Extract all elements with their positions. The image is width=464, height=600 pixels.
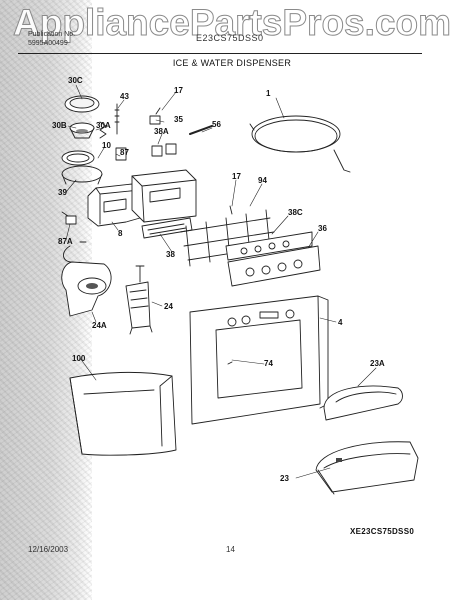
part-30A-spring — [99, 121, 107, 139]
watermark-logo: AppliancePartsPros.com — [13, 2, 452, 44]
part-ring-assembly — [61, 150, 103, 185]
callout-38: 38 — [166, 250, 175, 259]
part-30B-cup — [69, 122, 95, 139]
part-43-screw — [114, 103, 120, 135]
callout-23: 23 — [280, 474, 289, 483]
callout-24A: 24A — [92, 321, 107, 330]
callout-100: 100 — [72, 354, 86, 363]
part-87A-solenoid — [61, 211, 77, 225]
callout-87: 87 — [120, 148, 129, 157]
callout-23A: 23A — [370, 359, 385, 368]
part-4-door-panel — [189, 295, 329, 425]
callout-74: 74 — [264, 359, 273, 368]
callout-38A: 38A — [154, 127, 169, 136]
part-100-chute — [69, 371, 177, 456]
publication-label: Publication No. — [28, 31, 76, 38]
callout-94: 94 — [258, 176, 267, 185]
callout-8: 8 — [118, 229, 123, 238]
callout-24: 24 — [164, 302, 173, 311]
callout-35: 35 — [174, 115, 183, 124]
part-24A-motor — [61, 241, 112, 317]
part-control-box — [131, 169, 197, 223]
part-56-heater — [189, 125, 213, 135]
part-30C-cover — [64, 95, 100, 113]
part-36-faceplate — [227, 245, 321, 287]
callout-17-heater: 17 — [232, 172, 241, 181]
part-17-lamp — [149, 107, 161, 125]
callout-17-lamp: 17 — [174, 86, 183, 95]
callout-30B: 30B — [52, 121, 67, 130]
callout-39: 39 — [58, 188, 67, 197]
callout-30C: 30C — [68, 76, 83, 85]
publication-number: 5995A00499 — [28, 40, 68, 47]
callout-87A: 87A — [58, 237, 73, 246]
footer-date: 12/16/2003 — [28, 545, 69, 554]
callout-43: 43 — [120, 92, 129, 101]
callout-1: 1 — [266, 89, 271, 98]
part-38C-panel — [225, 231, 313, 261]
part-23-tray-base — [315, 441, 419, 495]
footer-page-number: 14 — [226, 545, 235, 554]
header-rule — [18, 53, 422, 54]
part-24-wiring — [125, 265, 153, 335]
callout-4: 4 — [338, 318, 343, 327]
part-23A-tray — [323, 385, 403, 421]
leader-lines — [65, 84, 377, 479]
callout-36: 36 — [318, 224, 327, 233]
part-1-tube — [249, 115, 351, 173]
page-title: ICE & WATER DISPENSER — [172, 58, 292, 68]
callout-38C: 38C — [288, 208, 303, 217]
footer-model-number: XE23CS75DSS0 — [350, 527, 415, 536]
callout-30A: 30A — [96, 121, 111, 130]
callout-10: 10 — [102, 141, 111, 150]
header-model-number: E23CS75DSS0 — [196, 33, 264, 43]
callout-56: 56 — [212, 120, 221, 129]
part-8-housing — [87, 183, 141, 227]
part-38A-switches — [151, 143, 177, 157]
